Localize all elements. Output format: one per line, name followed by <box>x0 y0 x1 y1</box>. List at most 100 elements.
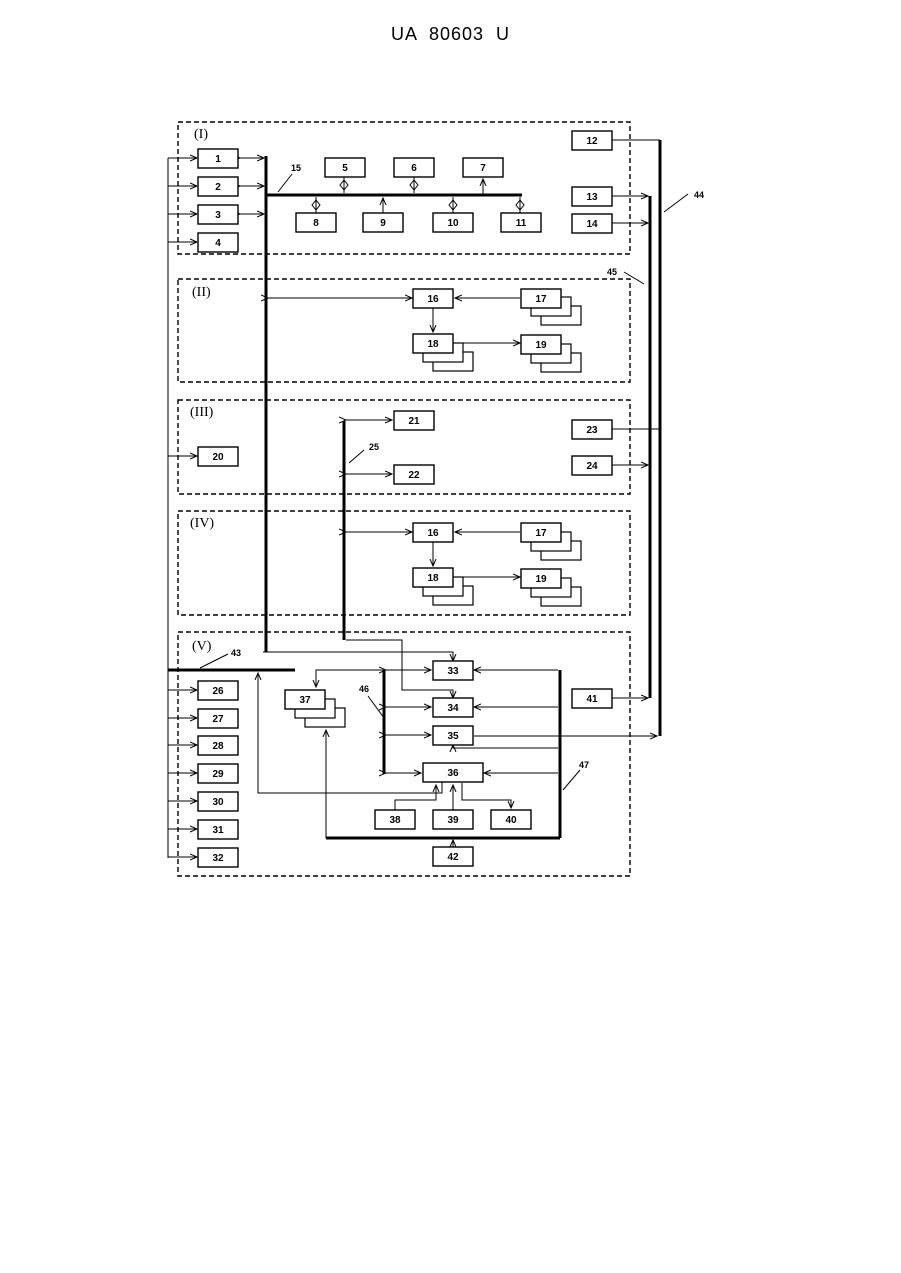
block-label: 32 <box>212 853 224 864</box>
block-22: 22 <box>394 465 434 484</box>
block-label: 1 <box>215 154 221 165</box>
block-16: 16 <box>413 523 453 542</box>
block-label: 27 <box>212 714 224 725</box>
block-label: 21 <box>408 416 420 427</box>
ref-47: 47 <box>579 760 589 770</box>
block-27: 27 <box>198 709 238 728</box>
block-label: 34 <box>447 703 459 714</box>
block-37: 37 <box>285 690 325 709</box>
block-label: 24 <box>586 461 598 472</box>
block-label: 9 <box>380 218 386 229</box>
block-label: 19 <box>535 340 547 351</box>
block-19: 19 <box>521 569 561 588</box>
block-label: 19 <box>535 574 547 585</box>
block-label: 14 <box>586 219 598 230</box>
block-label: 22 <box>408 470 420 481</box>
block-label: 36 <box>447 768 459 779</box>
block-label: 38 <box>389 815 401 826</box>
block-label: 41 <box>586 694 598 705</box>
block-14: 14 <box>572 214 612 233</box>
block-39: 39 <box>433 810 473 829</box>
block-29: 29 <box>198 764 238 783</box>
block-26: 26 <box>198 681 238 700</box>
block-21: 21 <box>394 411 434 430</box>
ref-25: 25 <box>369 442 379 452</box>
section-label-4: (IV) <box>190 516 214 531</box>
block-28: 28 <box>198 736 238 755</box>
block-label: 7 <box>480 163 486 174</box>
block-label: 17 <box>535 294 547 305</box>
block-2: 2 <box>198 177 238 196</box>
block-label: 2 <box>215 182 221 193</box>
block-19: 19 <box>521 335 561 354</box>
section-label-5: (V) <box>192 639 212 654</box>
ref-44: 44 <box>694 190 704 200</box>
section-label-1: (I) <box>194 127 208 142</box>
ref-45: 45 <box>607 267 617 277</box>
block-41: 41 <box>572 689 612 708</box>
section-label-2: (II) <box>192 285 211 300</box>
block-label: 8 <box>313 218 319 229</box>
block-label: 39 <box>447 815 459 826</box>
block-18: 18 <box>413 568 453 587</box>
block-label: 29 <box>212 769 224 780</box>
block-20: 20 <box>198 447 238 466</box>
block-30: 30 <box>198 792 238 811</box>
block-label: 20 <box>212 452 224 463</box>
block-label: 30 <box>212 797 224 808</box>
block-label: 33 <box>447 666 459 677</box>
block-label: 5 <box>342 163 348 174</box>
block-16: 16 <box>413 289 453 308</box>
block-label: 12 <box>586 136 598 147</box>
block-5: 5 <box>325 158 365 177</box>
block-label: 40 <box>505 815 517 826</box>
block-10: 10 <box>433 213 473 232</box>
block-label: 10 <box>447 218 459 229</box>
block-7: 7 <box>463 158 503 177</box>
block-label: 18 <box>427 573 439 584</box>
buses <box>168 140 660 838</box>
block-42: 42 <box>433 847 473 866</box>
block-6: 6 <box>394 158 434 177</box>
block-40: 40 <box>491 810 531 829</box>
block-12: 12 <box>572 131 612 150</box>
block-24: 24 <box>572 456 612 475</box>
block-38: 38 <box>375 810 415 829</box>
block-32: 32 <box>198 848 238 867</box>
block-label: 3 <box>215 210 221 221</box>
block-11: 11 <box>501 213 541 232</box>
section-label-3: (III) <box>190 405 214 420</box>
block-label: 28 <box>212 741 224 752</box>
block-label: 26 <box>212 686 224 697</box>
block-34: 34 <box>433 698 473 717</box>
block-label: 35 <box>447 731 459 742</box>
block-33: 33 <box>433 661 473 680</box>
blocks: 1234567891011121314161718192122232420161… <box>198 131 612 867</box>
block-3: 3 <box>198 205 238 224</box>
ref-43: 43 <box>231 648 241 658</box>
block-label: 4 <box>215 238 221 249</box>
block-label: 16 <box>427 294 439 305</box>
block-36: 36 <box>423 763 483 782</box>
block-18: 18 <box>413 334 453 353</box>
block-label: 18 <box>427 339 439 350</box>
block-35: 35 <box>433 726 473 745</box>
block-label: 23 <box>586 425 598 436</box>
ref-46: 46 <box>359 684 369 694</box>
block-label: 13 <box>586 192 598 203</box>
block-label: 31 <box>212 825 224 836</box>
block-8: 8 <box>296 213 336 232</box>
block-23: 23 <box>572 420 612 439</box>
block-label: 11 <box>516 218 527 229</box>
section-frames <box>178 122 630 876</box>
block-4: 4 <box>198 233 238 252</box>
block-13: 13 <box>572 187 612 206</box>
block-31: 31 <box>198 820 238 839</box>
block-label: 37 <box>299 695 311 706</box>
block-label: 42 <box>447 852 459 863</box>
ref-15: 15 <box>291 163 301 173</box>
block-9: 9 <box>363 213 403 232</box>
block-label: 17 <box>535 528 547 539</box>
connections <box>168 140 688 858</box>
